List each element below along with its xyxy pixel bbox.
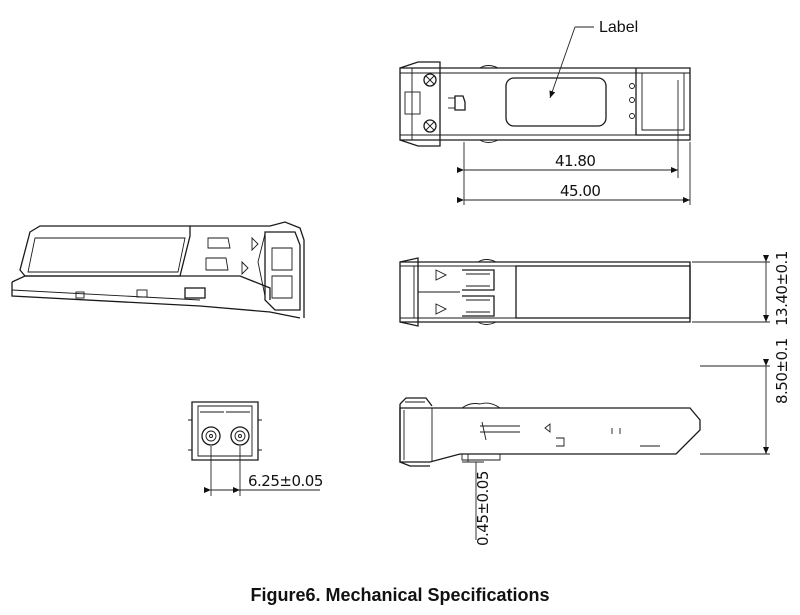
mechanical-drawing: Label 41.80 45.00	[11, 19, 791, 546]
label-callout-text: Label	[599, 19, 638, 36]
label-area	[505, 77, 607, 127]
dimension-45-00: 45.00	[560, 182, 600, 200]
front-view: 6.25±0.05	[188, 401, 323, 496]
figure-caption: Figure6. Mechanical Specifications	[250, 585, 550, 605]
dimension-13-40: 13.40±0.1	[773, 251, 791, 326]
length-dimensions: 41.80 45.00	[457, 80, 691, 205]
dimension-41-80: 41.80	[555, 152, 595, 170]
profile-view: 8.50±0.1 0.45±0.05	[399, 338, 791, 546]
side-view: 13.40±0.1	[399, 251, 791, 327]
top-view	[399, 61, 691, 147]
optical-port-right-icon	[230, 426, 250, 446]
screw-icon	[423, 73, 437, 87]
label-callout: Label	[549, 19, 638, 99]
optical-port-left-icon	[201, 426, 221, 446]
isometric-view	[11, 221, 305, 319]
screw-icon	[423, 119, 437, 133]
dimension-0-45: 0.45±0.05	[474, 471, 492, 546]
dimension-8-50: 8.50±0.1	[773, 338, 791, 404]
dimension-6-25: 6.25±0.05	[248, 472, 323, 490]
